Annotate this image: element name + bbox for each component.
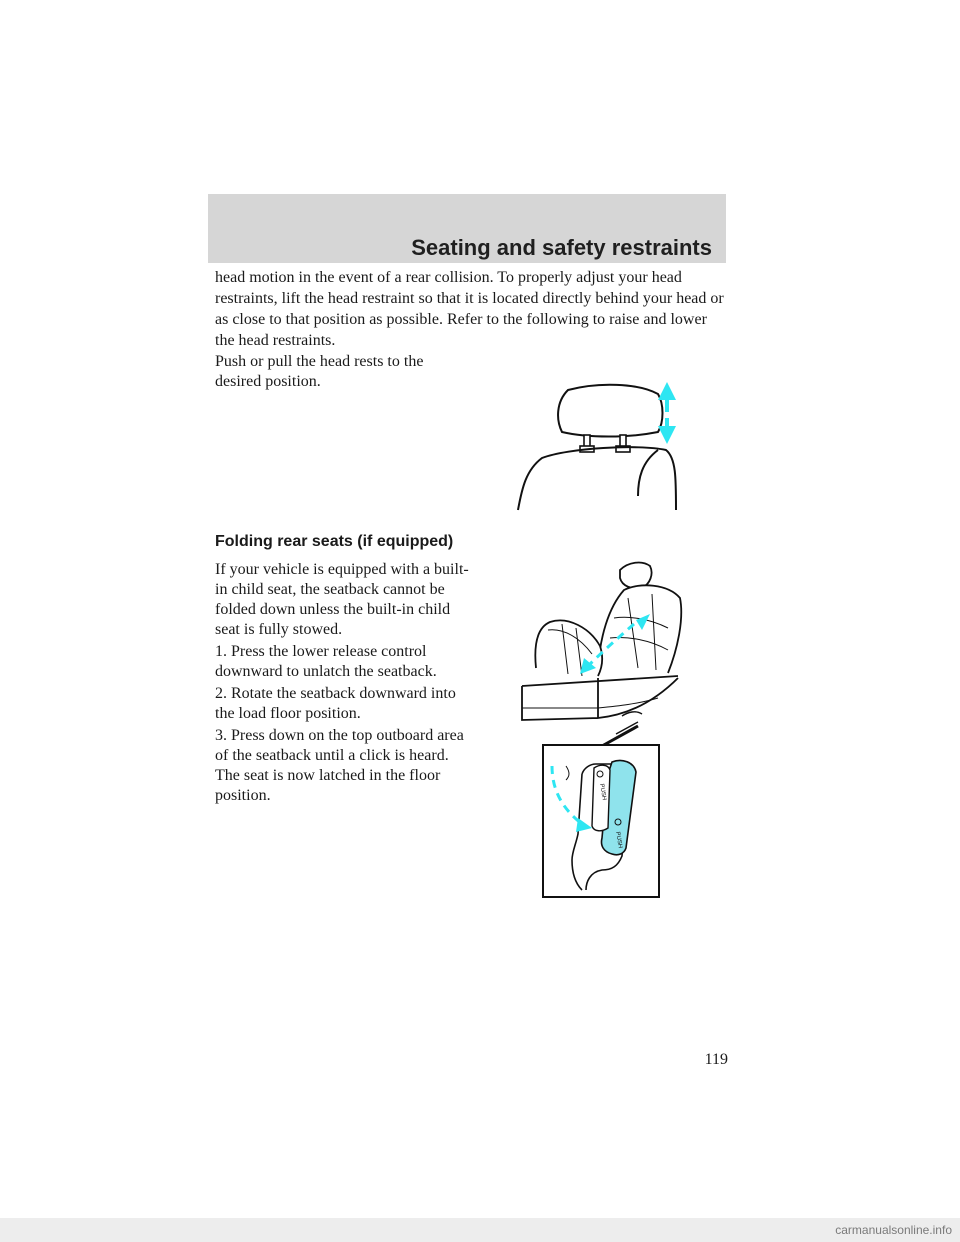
head-rest xyxy=(557,383,664,438)
up-down-arrow-icon xyxy=(658,382,676,444)
section-header: Seating and safety restraints xyxy=(208,194,726,263)
page-number: 119 xyxy=(704,1051,728,1068)
fold-down-arrow-icon xyxy=(580,614,650,674)
release-label-bottom: PUSH xyxy=(614,831,623,848)
folding-rear-seats-heading: Folding rear seats (if equipped) xyxy=(215,533,454,550)
step-3: 3. Press down on the top outboard area o… xyxy=(215,727,464,804)
head-rest-instruction: Push or pull the head rests to the desir… xyxy=(215,353,424,390)
folding-seat-illustration xyxy=(521,561,683,748)
intro-paragraph: head motion in the event of a rear colli… xyxy=(215,269,724,349)
press-down-arrow-icon xyxy=(550,765,592,832)
step-1: 1. Press the lower release control downw… xyxy=(215,643,437,680)
release-label-top: PUSH xyxy=(598,783,607,800)
step-2: 2. Rotate the seatback downward into the… xyxy=(215,685,456,722)
seat-back xyxy=(517,446,677,511)
release-control-inset: PUSH PUSH xyxy=(542,744,660,898)
footer-watermark[interactable]: carmanualsonline.info xyxy=(0,1218,960,1242)
head-restraint-illustration xyxy=(517,382,677,511)
section-title: Seating and safety restraints xyxy=(411,235,712,260)
child-seat-note: If your vehicle is equipped with a built… xyxy=(215,561,469,638)
